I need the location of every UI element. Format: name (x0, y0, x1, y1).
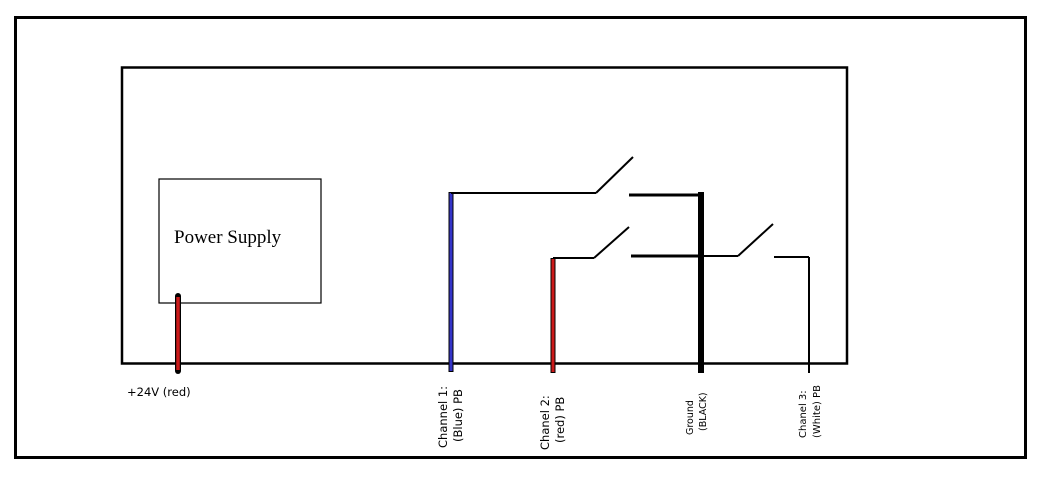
channel2-label-line1: Chanel 2: (538, 395, 552, 450)
outer-frame (14, 16, 1027, 459)
enclosure-box (120, 66, 849, 365)
channel3-label-line1: Chanel 3: (798, 390, 809, 438)
switch2-blade (593, 226, 630, 259)
power-supply-label: Power Supply (174, 227, 282, 248)
channel1-label-line2: (Blue) PB (451, 389, 465, 442)
power-supply-box (158, 178, 322, 304)
ground-label-line2: (BLACK) (698, 392, 709, 431)
ground-label-line1: Ground (685, 400, 696, 435)
channel2-label-line2: (red) PB (553, 397, 567, 443)
supply-terminal-label: +24V (red) (127, 385, 191, 399)
channel1-label-line1: Channel 1: (436, 386, 450, 448)
switch3-blade (737, 223, 774, 257)
switch1-blade (595, 156, 634, 194)
channel3-label-line2: (White) PB (812, 385, 823, 438)
